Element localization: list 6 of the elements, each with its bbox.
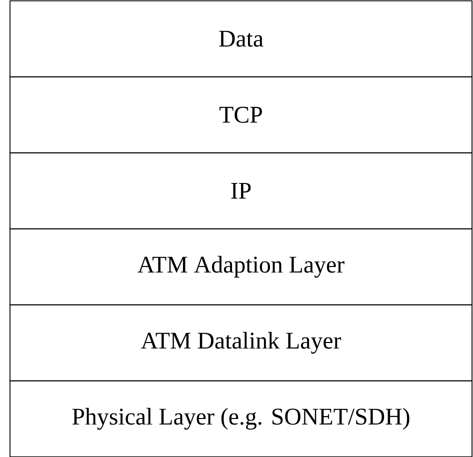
layer-box: IP xyxy=(10,152,472,230)
layer-box: Data xyxy=(10,0,472,78)
layer-box: ATM Datalink Layer xyxy=(10,304,472,382)
layer-box: ATM Adaption Layer xyxy=(10,228,472,306)
layer-box: Physical Layer (e.g. SONET/SDH) xyxy=(10,380,472,457)
layer-box: TCP xyxy=(10,76,472,154)
